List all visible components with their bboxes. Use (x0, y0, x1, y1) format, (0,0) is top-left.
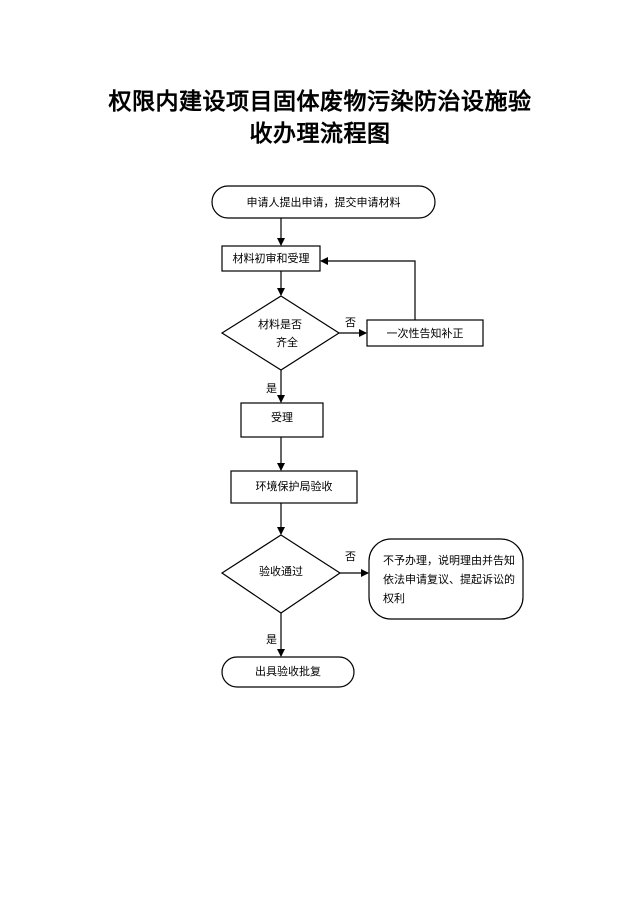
notify-correction-box (366, 319, 484, 347)
page-title-line-2: 收办理流程图 (249, 121, 391, 147)
end-terminal (221, 656, 355, 688)
inspection-box (230, 470, 358, 504)
notify-correction-label: 一次性告知补正 (386, 327, 464, 340)
arrow-notify-back-to-review (320, 257, 416, 320)
page-title-line-1: 权限内建设项目固体废物污染防治设施验 (108, 89, 532, 115)
start-terminal (211, 185, 436, 219)
accept-label: 受理 (271, 411, 293, 424)
inspection-label: 环境保护局验收 (255, 480, 333, 493)
end-label: 出具验收批复 (255, 665, 321, 678)
materials-complete-label-1: 材料是否 (258, 318, 302, 331)
initial-review-label: 材料初审和受理 (232, 252, 310, 265)
inspection-pass-label: 验收通过 (259, 565, 303, 578)
edge-label-yes-1: 是 (266, 382, 277, 395)
rejection-label-1: 不予办理，说明理由并告知 (383, 554, 515, 567)
materials-complete-label-2: 齐全 (276, 336, 298, 349)
materials-complete-decision (220, 295, 341, 371)
rejection-label-3: 权利 (383, 592, 405, 605)
accept-box (240, 402, 324, 438)
rejection-box (368, 538, 524, 620)
start-label: 申请人提出申请，提交申请材料 (246, 196, 401, 209)
edge-label-no-2: 否 (345, 550, 356, 563)
rejection-label-2: 依法申请复议、提起诉讼的 (383, 573, 515, 586)
edge-label-no-1: 否 (345, 316, 356, 329)
edge-label-yes-2: 是 (266, 633, 277, 646)
